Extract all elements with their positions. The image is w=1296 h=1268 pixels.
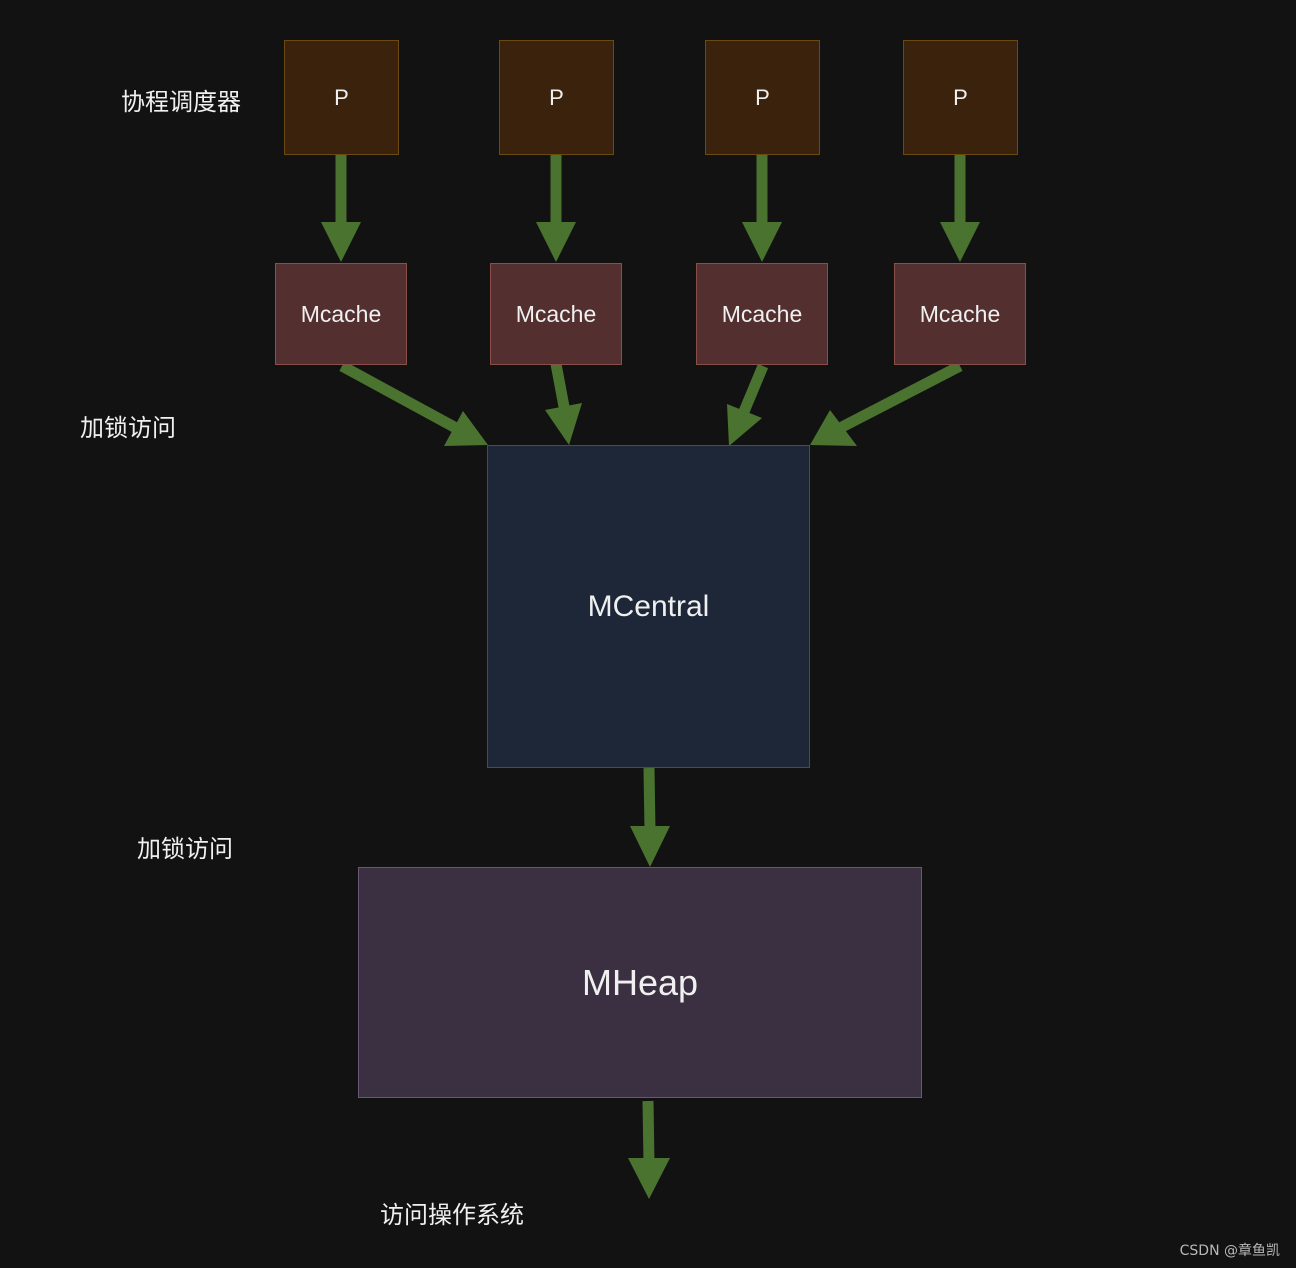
mcache-box-1: Mcache (275, 263, 407, 365)
arrow-mcache1-mcentral (339, 361, 459, 433)
arrow-mcache3-mcentral-head (727, 404, 762, 446)
mcache-label: Mcache (300, 300, 382, 327)
lock-access-label-1: 加锁访问 (80, 414, 176, 442)
watermark: CSDN @章鱼凯 (1179, 1243, 1280, 1259)
mcache-label: Mcache (721, 300, 803, 327)
processor-label: P (334, 84, 349, 110)
arrow-mcentral-mheap-head (630, 826, 670, 867)
arrow-mcache2-mcentral (550, 362, 571, 414)
arrow-p3-mcache3-head (742, 222, 782, 262)
processor-box-1: P (284, 40, 399, 155)
mcache-box-3: Mcache (696, 263, 828, 365)
arrow-mcache4-mcentral-head (810, 410, 857, 446)
lock-access-label-2: 加锁访问 (137, 835, 233, 863)
mheap-label: MHeap (581, 961, 699, 1003)
mcache-box-4: Mcache (894, 263, 1026, 365)
arrow-p4-mcache4-head (940, 222, 980, 262)
arrow-mcentral-mheap (643, 767, 656, 833)
processor-label: P (755, 84, 770, 110)
os-access-label: 访问操作系统 (380, 1201, 524, 1229)
arrow-mcache1-mcentral-head (444, 411, 488, 446)
processor-label: P (549, 84, 564, 110)
processor-box-2: P (499, 40, 614, 155)
mcache-label: Mcache (515, 300, 597, 327)
mcentral-box: MCentral (487, 445, 810, 768)
arrow-mcache3-mcentral (737, 363, 769, 417)
arrow-mcache4-mcentral (837, 361, 963, 433)
mheap-box: MHeap (358, 867, 922, 1098)
scheduler-label: 协程调度器 (121, 88, 241, 116)
processor-label: P (953, 84, 968, 110)
mcache-label: Mcache (919, 300, 1001, 327)
processor-box-3: P (705, 40, 820, 155)
mcentral-label: MCentral (587, 589, 710, 623)
processor-box-4: P (903, 40, 1018, 155)
arrow-mcache2-mcentral-head (545, 403, 582, 445)
arrow-mheap-os (642, 1100, 655, 1165)
arrow-p2-mcache2-head (536, 222, 576, 262)
mcache-box-2: Mcache (490, 263, 622, 365)
arrow-mheap-os-head (628, 1158, 670, 1199)
arrow-p1-mcache1-head (321, 222, 361, 262)
